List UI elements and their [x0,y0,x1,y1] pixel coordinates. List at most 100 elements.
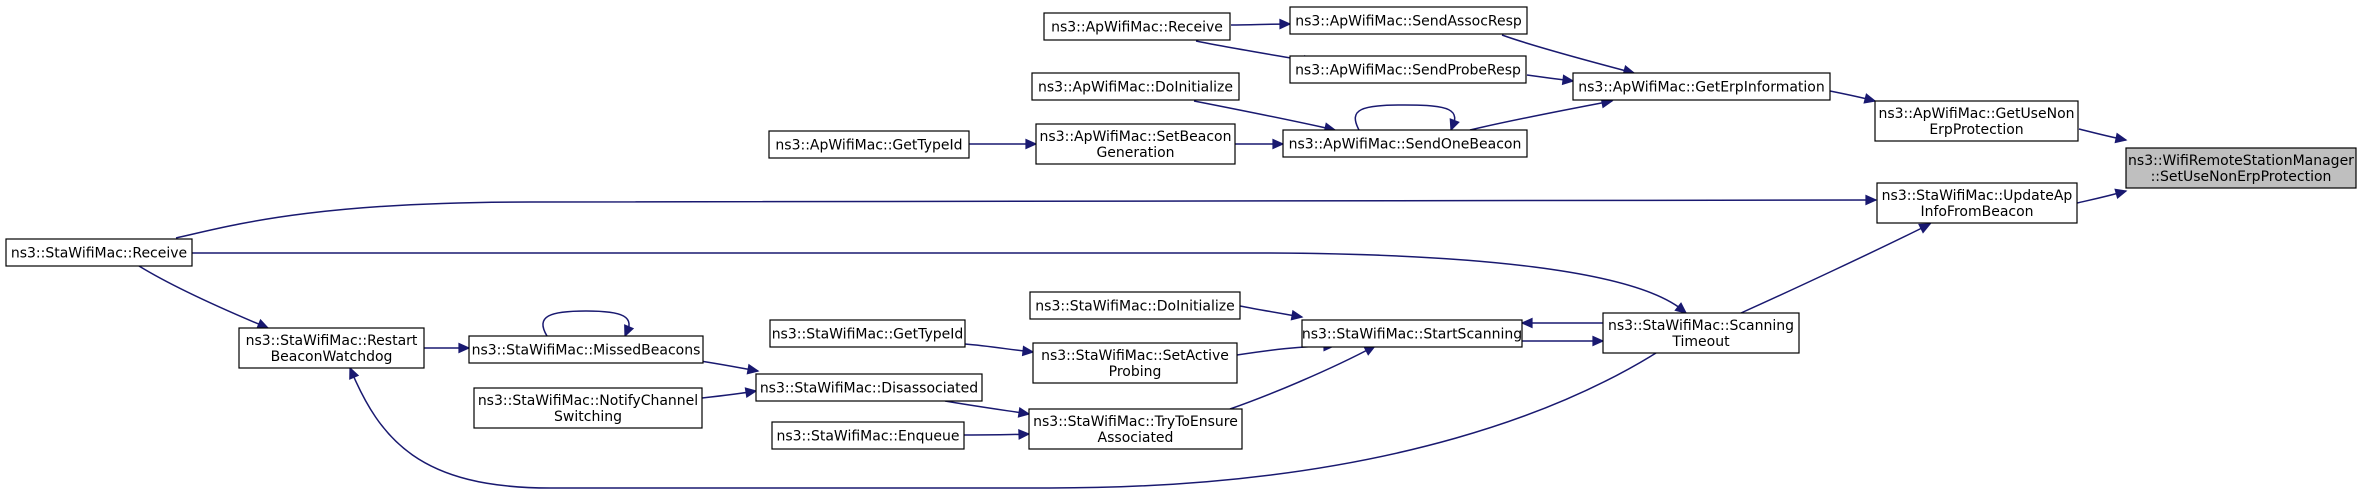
node-label: Timeout [1671,334,1730,350]
node-send-one-beacon[interactable]: ns3::ApWifiMac::SendOneBeacon [1282,129,1528,158]
node-box [2125,147,2357,189]
node-label: ns3::StaWifiMac::SetActive [1041,348,1229,364]
node-missed-beacons[interactable]: ns3::StaWifiMac::MissedBeacons [468,335,704,364]
node-ap-do-initialize[interactable]: ns3::ApWifiMac::DoInitialize [1031,72,1240,101]
node-label: Associated [1098,430,1174,446]
node-sta-enqueue[interactable]: ns3::StaWifiMac::Enqueue [771,421,965,450]
node-send-probe-resp[interactable]: ns3::ApWifiMac::SendProbeResp [1289,55,1527,84]
arrowhead [746,363,760,375]
edge-line [175,199,1877,239]
node-label: ns3::ApWifiMac::GetUseNon [1878,106,2074,122]
edge-send_probe_resp-to-get_erp_info [1526,74,1575,86]
arrowhead [1017,407,1031,418]
node-label: ns3::StaWifiMac::MissedBeacons [472,343,701,359]
node-label: Switching [554,409,622,425]
node-send-assoc-resp[interactable]: ns3::ApWifiMac::SendAssocResp [1289,6,1528,35]
arrowhead [1674,302,1688,314]
node-box [769,319,966,348]
arrowhead [1279,18,1292,30]
edge-missed_beacons-to-missed_beacons [542,310,635,338]
node-label: ns3::StaWifiMac::TryToEnsure [1033,414,1238,430]
node-box [1029,291,1241,320]
edge-line [1354,104,1456,131]
node-box [1876,182,2078,224]
edge-line [1501,34,1635,74]
node-ap-receive[interactable]: ns3::ApWifiMac::Receive [1043,12,1231,41]
node-ap-get-type-id[interactable]: ns3::ApWifiMac::GetTypeId [768,130,970,159]
edge-update_ap_info-to-set_use_non_erp [2076,188,2128,204]
node-box [468,335,704,364]
arrowhead [2114,188,2128,200]
edge-get_erp_info-to-get_use_non_erp [1829,90,1877,104]
node-label: ns3::ApWifiMac::Receive [1051,20,1223,36]
edge-get_use_non_erp-to-set_use_non_erp [2078,128,2128,144]
node-box [1032,342,1238,384]
node-label: Probing [1109,364,1162,380]
arrowhead [458,342,471,354]
node-label: ns3::ApWifiMac::GetErpInformation [1578,80,1824,96]
arrowhead [1592,335,1605,347]
node-box [1602,312,1800,354]
node-box [473,387,703,429]
edge-send_one_beacon-to-send_one_beacon [1354,104,1460,132]
node-label: ns3::StaWifiMac::Receive [11,246,187,262]
edge-scanning_timeout-to-start_scanning [1520,317,1603,329]
node-box [1301,319,1523,348]
arrowhead [1865,194,1878,206]
node-disassociated[interactable]: ns3::StaWifiMac::Disassociated [755,373,983,402]
arrowhead [256,318,270,329]
node-box [1874,100,2079,142]
edge-line [349,352,1657,489]
node-get-erp-info[interactable]: ns3::ApWifiMac::GetErpInformation [1572,72,1831,101]
arrowhead [2114,132,2128,144]
edge-line [1229,345,1376,410]
node-sta-receive[interactable]: ns3::StaWifiMac::Receive [5,238,193,267]
node-label: ns3::StaWifiMac::Disassociated [760,381,978,397]
node-label: ns3::StaWifiMac::NotifyChannel [478,393,698,409]
node-start-scanning[interactable]: ns3::StaWifiMac::StartScanning [1301,319,1523,348]
node-box [755,373,983,402]
node-label: ::SetUseNonErpProtection [2151,169,2332,185]
node-label: ns3::StaWifiMac::Scanning [1608,318,1794,334]
edge-sta_do_initialize-to-start_scanning [1239,305,1304,321]
node-set-use-non-erp[interactable]: ns3::WifiRemoteStationManager::SetUseNon… [2125,147,2357,189]
node-label: ns3::ApWifiMac::SetBeacon [1040,129,1232,145]
node-box [5,238,193,267]
edge-line [542,310,630,337]
arrowhead [1449,118,1460,132]
edge-line [1193,100,1336,131]
node-label: ns3::StaWifiMac::Enqueue [776,429,959,445]
node-label: Generation [1096,145,1174,161]
edge-scanning_timeout-to-restart_beacon_watchdog [349,352,1657,489]
node-box [1289,6,1528,35]
node-layer: ns3::WifiRemoteStationManager::SetUseNon… [5,6,2357,450]
arrowhead [1025,138,1038,150]
node-sta-get-type-id[interactable]: ns3::StaWifiMac::GetTypeId [769,319,966,348]
node-sta-do-initialize[interactable]: ns3::StaWifiMac::DoInitialize [1029,291,1241,320]
node-label: ns3::ApWifiMac::DoInitialize [1038,80,1233,96]
edge-notify_channel_switching-to-disassociated [701,387,758,399]
node-box [1031,72,1240,101]
node-label: ns3::StaWifiMac::GetTypeId [772,327,964,343]
node-box [1572,72,1831,101]
node-label: ns3::ApWifiMac::SendAssocResp [1295,14,1522,30]
node-box [1289,55,1527,84]
node-label: ns3::ApWifiMac::GetTypeId [775,138,962,154]
node-box [771,421,965,450]
edge-disassociated-to-try_to_ensure_associated [944,400,1031,418]
node-label: ns3::StaWifiMac::StartScanning [1302,327,1522,343]
edge-sta_receive-to-update_ap_info [175,194,1878,239]
edge-line [138,265,269,329]
edge-line [944,400,1030,415]
edge-set_beacon_generation-to-send_one_beacon [1235,138,1285,150]
edge-sta_get_type_id-to-set_active_probing [964,343,1035,357]
arrowhead [1272,138,1285,150]
